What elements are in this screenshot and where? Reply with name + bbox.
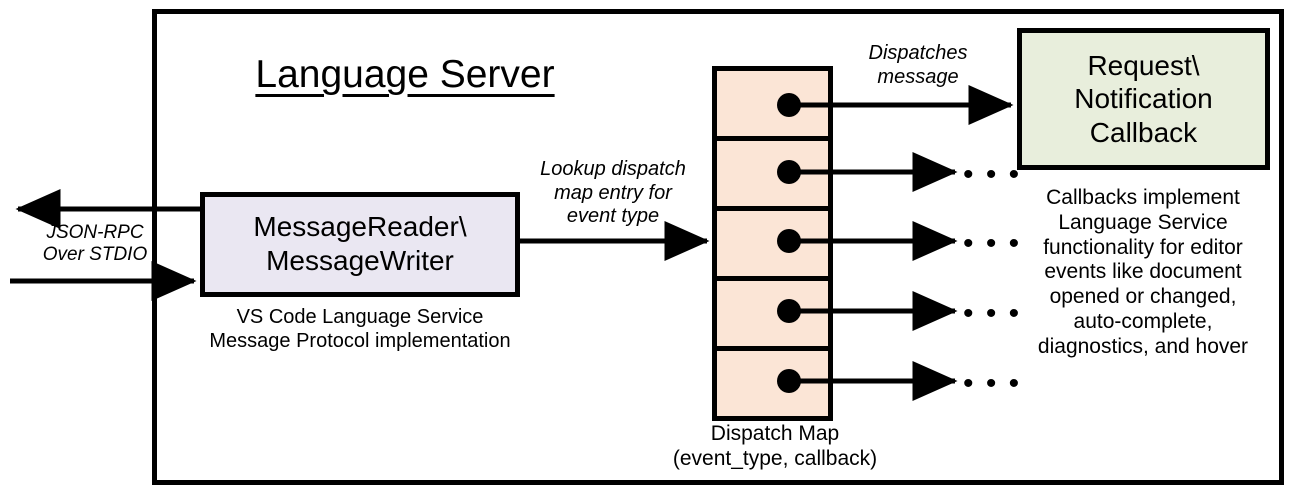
jsonrpc-transport-label: JSON-RPC Over STDIO: [42, 222, 148, 266]
ellipsis-row-2: • • •: [963, 227, 1022, 260]
language-server-boundary: [152, 9, 1284, 485]
ellipsis-row-3: • • •: [963, 297, 1022, 330]
message-reader-writer-label: MessageReader\ MessageWriter: [253, 211, 467, 276]
dispatches-message-label: Dispatches message: [868, 42, 968, 88]
ellipsis-row-1: • • •: [963, 158, 1022, 191]
page-title: Language Server: [255, 53, 555, 96]
ellipsis-row-4: • • •: [963, 367, 1022, 400]
callback-caption: Callbacks implement Language Service fun…: [1037, 186, 1249, 358]
message-reader-writer-caption: VS Code Language Service Message Protoco…: [209, 306, 511, 352]
request-notification-callback-box: [1017, 28, 1270, 170]
message-reader-writer-box: [200, 192, 520, 297]
callback-box-label: Request\ Notification Callback: [1074, 49, 1213, 148]
lookup-dispatch-label: Lookup dispatch map entry for event type: [540, 158, 686, 228]
dispatch-map-caption: Dispatch Map (event_type, callback): [672, 422, 878, 470]
